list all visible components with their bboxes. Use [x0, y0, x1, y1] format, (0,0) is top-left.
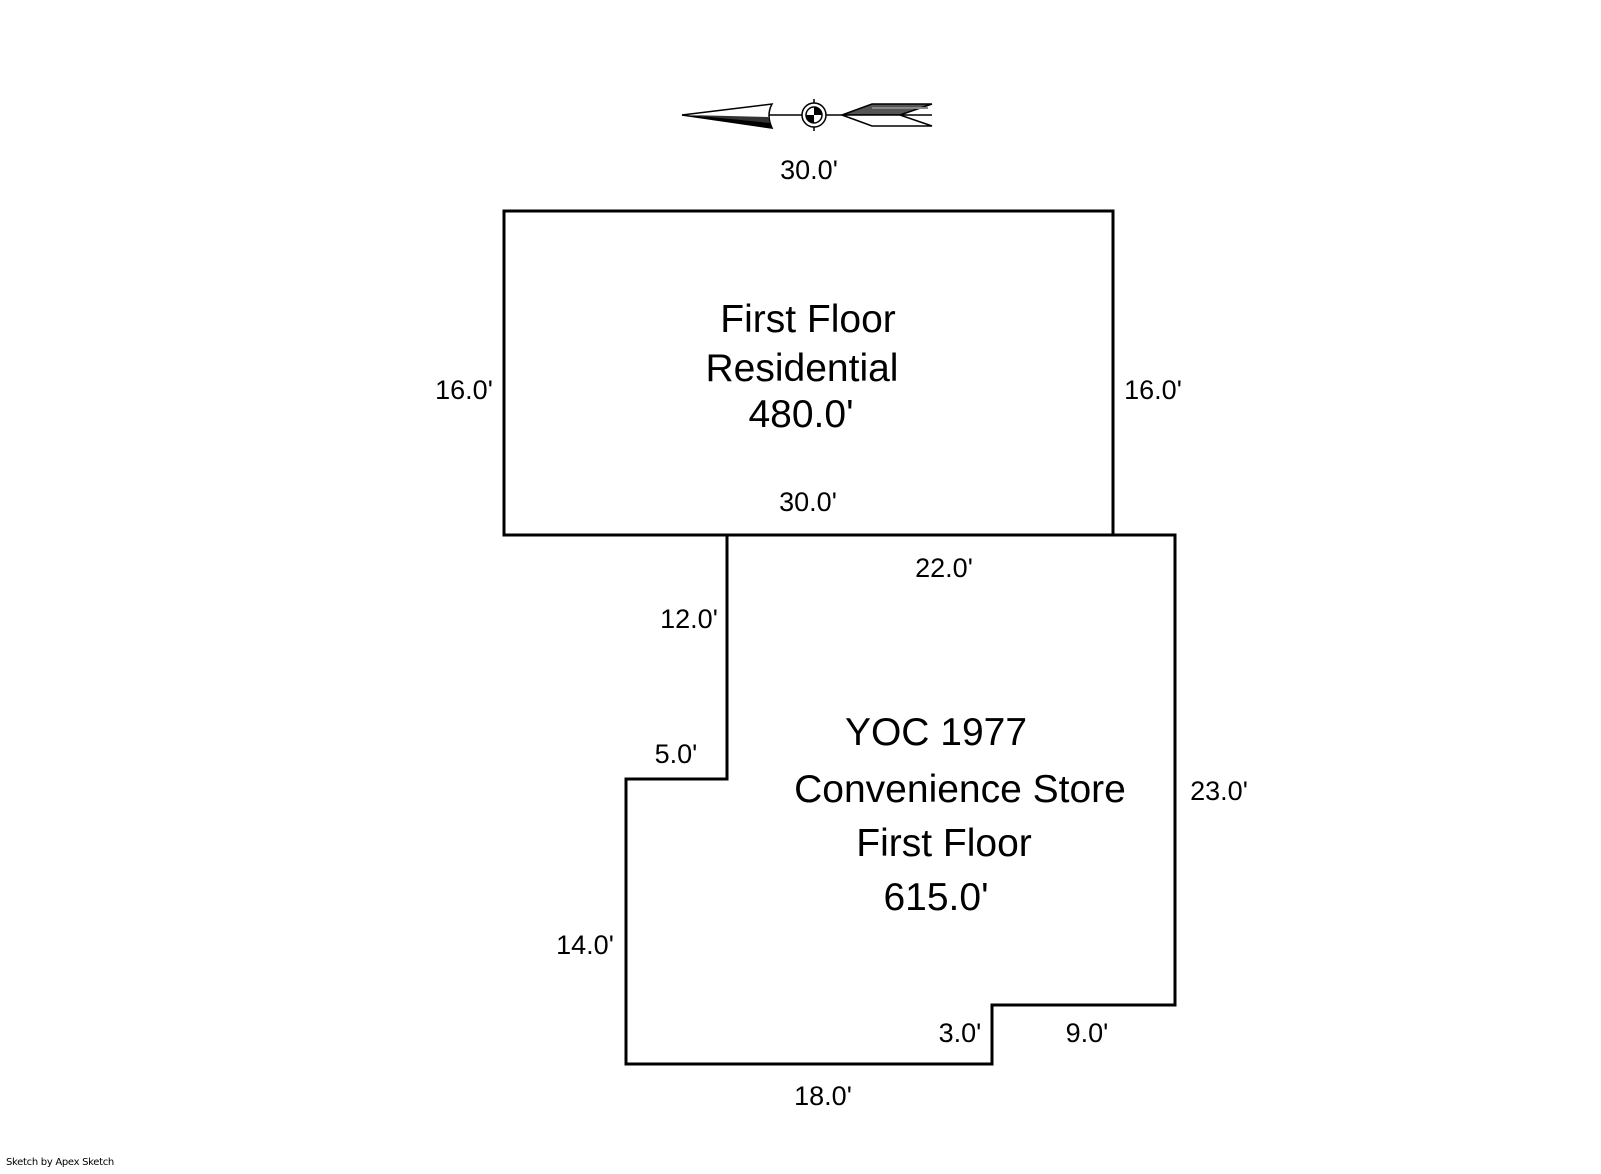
store-label-yoc: YOC 1977 — [845, 711, 1027, 754]
north-arrow-icon — [681, 99, 933, 131]
dim-store-right: 23.0' — [1190, 776, 1248, 806]
store-area-outline — [624, 533, 1177, 1066]
dim-residential-bottom: 30.0' — [779, 487, 837, 517]
residential-label-line2: Residential — [706, 347, 899, 390]
residential-label-line1: First Floor — [720, 298, 896, 341]
dim-residential-left: 16.0' — [435, 375, 493, 405]
dim-store-bottom: 18.0' — [794, 1081, 852, 1111]
dim-store-upper-left: 12.0' — [660, 604, 718, 634]
dim-store-top: 22.0' — [915, 553, 973, 583]
store-area-value: 615.0' — [883, 876, 988, 919]
store-label-name: Convenience Store — [794, 768, 1126, 811]
sketch-credit: Sketch by Apex Sketch — [6, 1157, 114, 1168]
dim-residential-top: 30.0' — [780, 155, 838, 185]
dim-residential-right: 16.0' — [1124, 375, 1182, 405]
dim-store-step-vertical: 3.0' — [939, 1018, 982, 1048]
dim-store-step-horizontal: 9.0' — [1066, 1018, 1109, 1048]
store-label-floor: First Floor — [856, 822, 1032, 865]
dim-store-notch: 5.0' — [655, 739, 698, 769]
dim-store-left: 14.0' — [556, 930, 614, 960]
residential-area-value: 480.0' — [748, 393, 853, 436]
